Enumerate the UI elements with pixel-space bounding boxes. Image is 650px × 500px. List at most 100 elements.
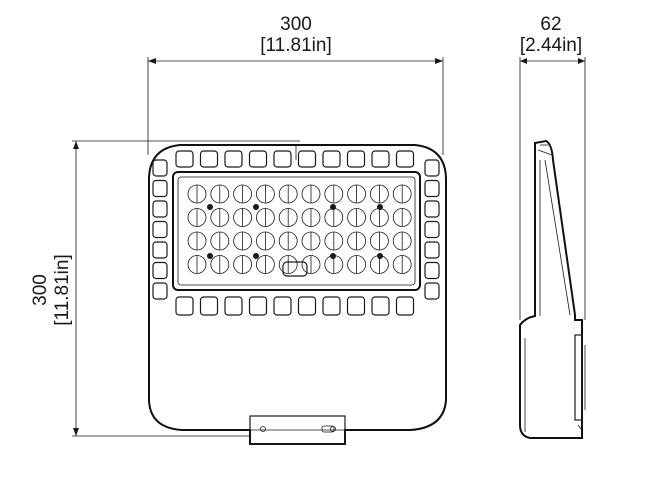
led-lens	[278, 231, 298, 251]
fin	[273, 150, 292, 168]
led-module	[172, 171, 421, 291]
led-lens	[255, 255, 275, 274]
fin	[248, 296, 268, 316]
fin	[224, 296, 243, 316]
led-lens	[210, 208, 230, 227]
fin	[395, 150, 415, 168]
led-lens	[255, 184, 275, 204]
fins-top	[175, 150, 415, 168]
screw-dot	[253, 253, 259, 259]
led-lens	[392, 231, 412, 251]
height-mm-label: 300	[30, 274, 51, 306]
width-dimension: 300 [11.81in]	[147, 14, 444, 155]
fin	[424, 282, 440, 300]
fin	[273, 296, 292, 316]
led-lens	[392, 255, 412, 274]
led-lens	[347, 208, 367, 227]
led-lens	[347, 231, 367, 251]
fin	[175, 150, 194, 168]
led-lens	[392, 208, 412, 227]
screw-dot	[330, 253, 336, 259]
fin	[152, 159, 168, 177]
led-lens	[210, 184, 230, 204]
width-inch-label: [11.81in]	[260, 35, 331, 56]
fin	[152, 179, 168, 198]
side-housing-outline	[519, 139, 583, 439]
led-lens	[233, 255, 253, 274]
fin	[297, 296, 317, 316]
fin	[152, 200, 168, 218]
led-lens	[301, 231, 321, 251]
front-view	[148, 144, 447, 445]
screw-dot	[253, 204, 259, 210]
led-lens	[210, 255, 230, 274]
height-inch-label: [11.81in]	[52, 254, 73, 325]
fin	[424, 220, 440, 239]
led-lens	[301, 255, 321, 274]
led-lens	[255, 208, 275, 227]
led-lens	[187, 255, 207, 274]
screw-dot	[377, 204, 383, 210]
fin	[199, 150, 219, 168]
led-lens	[187, 184, 207, 204]
led-lens	[347, 255, 367, 274]
side-view	[519, 139, 586, 439]
fin	[322, 296, 341, 316]
led-lens	[278, 208, 298, 227]
led-lens	[392, 184, 412, 204]
fin	[152, 282, 168, 300]
fin	[424, 261, 440, 280]
screw-dot	[207, 204, 213, 210]
fin	[395, 296, 415, 316]
led-lens	[369, 184, 389, 204]
fin	[424, 200, 440, 218]
fin	[424, 241, 440, 259]
housing-outline	[148, 144, 447, 445]
fin	[297, 150, 317, 168]
fin	[346, 296, 366, 316]
fin	[152, 220, 168, 239]
width-mm-label: 300	[280, 14, 312, 35]
fin	[152, 241, 168, 259]
fin	[424, 159, 440, 177]
fin	[322, 150, 341, 168]
fin	[424, 179, 440, 198]
screw-dot	[330, 204, 336, 210]
mounting-bracket	[249, 415, 346, 445]
fin	[175, 296, 194, 316]
fin	[248, 150, 268, 168]
fins-left	[152, 159, 168, 300]
fins-bottom	[175, 296, 415, 316]
led-lens	[233, 208, 253, 227]
fin	[199, 296, 219, 316]
led-lens	[324, 184, 344, 204]
fin	[371, 150, 390, 168]
depth-mm-label: 62	[540, 14, 561, 35]
led-lens	[187, 208, 207, 227]
fin	[224, 150, 243, 168]
led-lens	[233, 184, 253, 204]
led-array	[187, 184, 412, 274]
led-lens	[255, 231, 275, 251]
led-lens	[210, 231, 230, 251]
led-lens	[278, 255, 298, 274]
led-lens	[369, 208, 389, 227]
led-lens	[301, 184, 321, 204]
screw-dot	[377, 253, 383, 259]
fin	[371, 296, 390, 316]
screw-dot	[207, 253, 213, 259]
led-lens	[324, 231, 344, 251]
depth-dimension: 62 [2.44in]	[519, 14, 586, 320]
side-bracket	[574, 334, 583, 421]
led-lens	[278, 184, 298, 204]
led-lens	[187, 231, 207, 251]
led-lens	[324, 208, 344, 227]
depth-inch-label: [2.44in]	[520, 35, 582, 56]
sensor-window	[282, 261, 308, 277]
fin	[152, 261, 168, 280]
fins-right	[424, 159, 440, 300]
led-lens	[301, 208, 321, 227]
led-lens	[369, 231, 389, 251]
fin	[346, 150, 366, 168]
